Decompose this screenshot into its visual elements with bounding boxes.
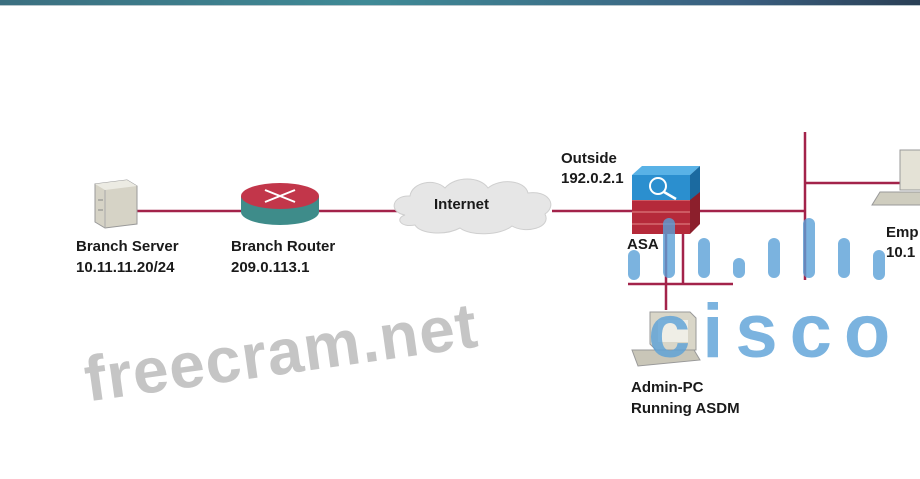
employee-name: Emp (886, 224, 919, 241)
desktop-pc-icon (631, 311, 701, 367)
internet-label: Internet (434, 196, 490, 213)
firewall-icon (632, 166, 700, 234)
asa-outside-ip: 192.0.2.1 (561, 170, 624, 187)
branch-server-ip: 10.11.11.20/24 (76, 259, 175, 276)
window-title-bar (0, 0, 920, 6)
branch-router-name: Branch Router (231, 238, 336, 255)
cloud-icon (393, 178, 552, 235)
employee-ip: 10.1 (886, 244, 916, 261)
router-icon (241, 183, 319, 225)
server-icon (94, 179, 138, 229)
admin-pc-name: Admin-PC (631, 379, 704, 396)
asa-label: ASA (627, 236, 659, 253)
cisco-logo-watermark (628, 218, 885, 280)
branch-server-name: Branch Server (76, 238, 179, 255)
asa-interface-label: Outside (561, 150, 617, 167)
branch-router-ip: 209.0.113.1 (231, 259, 310, 276)
laptop-icon (871, 149, 920, 206)
cisco-wordmark-watermark: cisco (648, 289, 903, 374)
admin-pc-note: Running ASDM (631, 400, 740, 417)
